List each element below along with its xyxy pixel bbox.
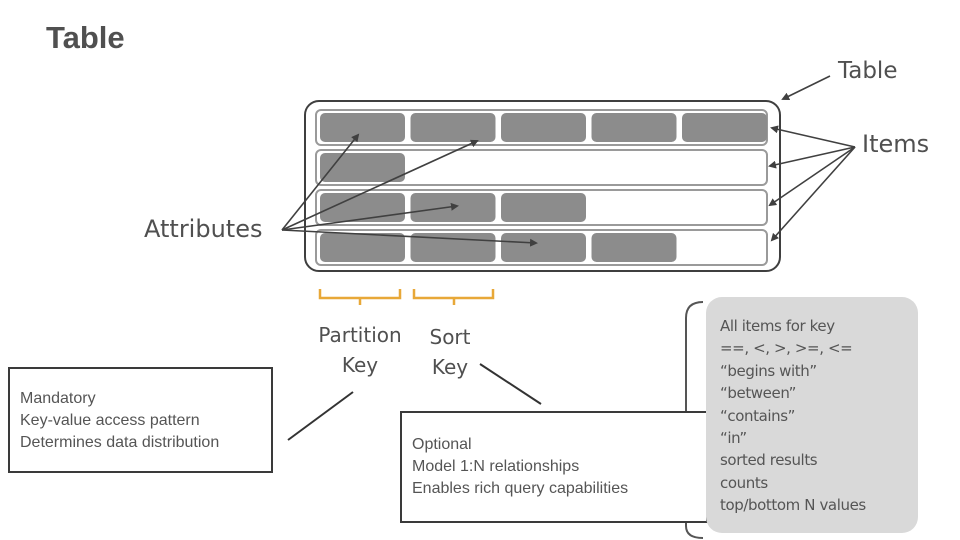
query-operators-panel: All items for key ==, <, >, >=, <= “begi… — [706, 297, 918, 533]
attribute-cell — [320, 193, 405, 222]
key-brackets — [318, 289, 495, 305]
operator-line: counts — [720, 473, 768, 492]
partition-key-label-line: Key — [341, 353, 379, 377]
operator-line: All items for key — [720, 317, 835, 335]
attributes-arrows — [281, 133, 538, 247]
operator-line: top/bottom N values — [720, 496, 866, 515]
table-label: Table — [838, 58, 898, 84]
attribute-cell — [410, 113, 496, 142]
item-row — [315, 149, 768, 186]
page-title: Table — [46, 20, 125, 55]
attribute-cell — [591, 113, 677, 142]
attribute-cell — [320, 113, 405, 142]
attribute-cell — [410, 193, 496, 222]
description-line: Optional — [412, 436, 472, 453]
attribute-cell — [682, 113, 767, 142]
partition-key-connector — [287, 391, 354, 441]
operator-line: “in” — [720, 429, 747, 448]
attribute-cell — [501, 113, 586, 142]
attribute-cell — [320, 233, 405, 262]
item-rows — [315, 109, 768, 266]
partition-key-description-box: Mandatory Key-value access pattern Deter… — [8, 367, 273, 473]
description-line: Key-value access pattern — [20, 412, 200, 429]
description-line: Mandatory — [20, 390, 96, 407]
sort-key-label-line: Key — [431, 355, 469, 379]
description-line: Determines data distribution — [20, 434, 220, 451]
attribute-cell — [320, 153, 405, 182]
operator-line: ==, <, >, >=, <= — [720, 339, 853, 358]
attribute-cell — [591, 233, 677, 262]
table-arrow — [781, 75, 831, 100]
sort-key-label: Sort Key — [420, 322, 480, 382]
attribute-cell — [501, 193, 586, 222]
description-line: Model 1:N relationships — [412, 458, 580, 475]
items-label: Items — [862, 130, 930, 158]
attributes-label: Attributes — [144, 215, 263, 243]
operator-line: sorted results — [720, 451, 818, 470]
partition-key-label-line: Partition — [318, 323, 402, 347]
partition-key-bracket — [318, 289, 402, 305]
sort-key-description-box: Optional Model 1:N relationships Enables… — [400, 411, 708, 523]
operator-line: “contains” — [720, 406, 796, 425]
operator-line: “between” — [720, 384, 796, 403]
sort-key-label-line: Sort — [429, 325, 471, 349]
sort-key-connector — [479, 363, 542, 405]
partition-key-label: Partition Key — [314, 320, 406, 380]
items-arrows — [768, 125, 856, 242]
description-line: Enables rich query capabilities — [412, 480, 629, 497]
operator-line: “begins with” — [720, 361, 817, 380]
attribute-cell — [501, 233, 586, 262]
sort-key-bracket — [412, 289, 495, 305]
